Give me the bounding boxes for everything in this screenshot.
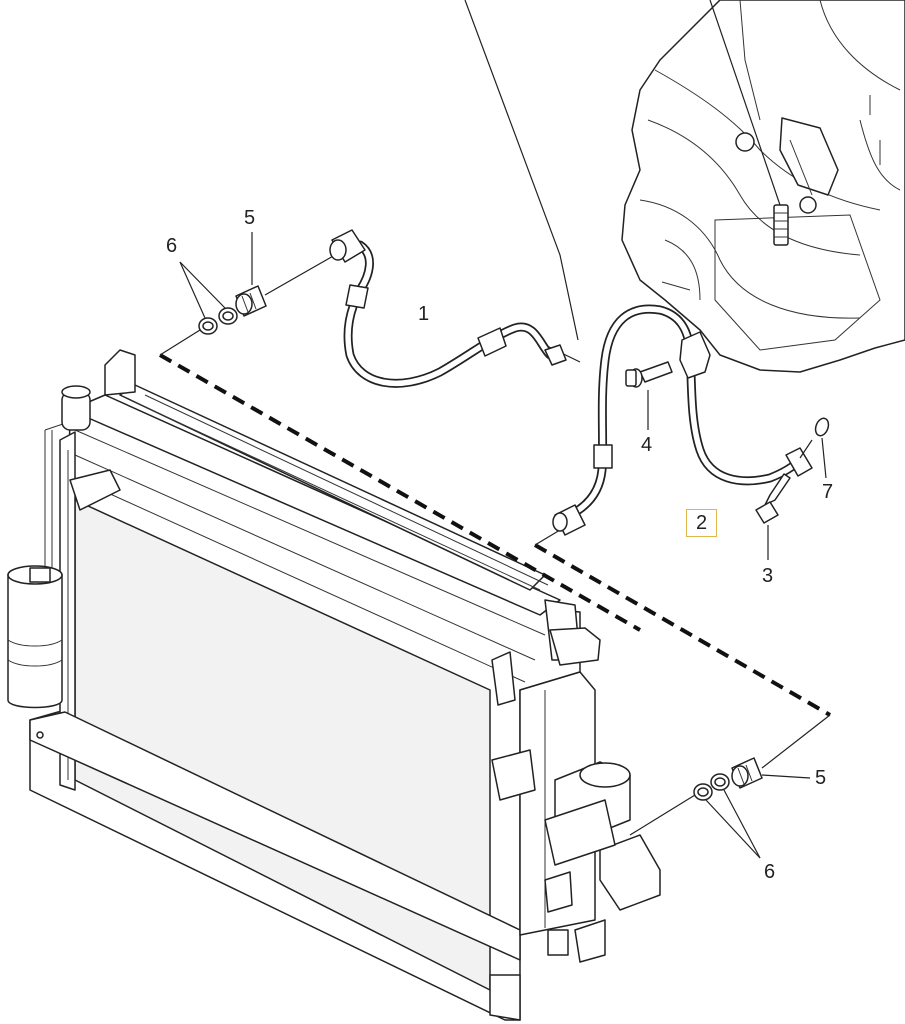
callout-5-upper: 5 [244,207,256,229]
callout-1: 1 [418,303,430,325]
lower-seals [693,757,811,859]
callout-6-upper: 6 [166,235,178,257]
callout-4: 4 [641,434,653,456]
callout-6-lower: 6 [764,861,776,883]
upper-seals [179,232,267,335]
dashed-routing-lines [159,353,831,717]
dashed-line-upper [159,353,641,632]
leader-line-top [464,0,579,341]
hose-1 [329,229,567,388]
callout-7: 7 [822,481,834,503]
callout-2: 2 [686,509,718,537]
dashed-line-lower [534,543,831,717]
callout-5-lower: 5 [815,767,827,789]
hose-2 [552,304,813,536]
bolt-4 [625,361,673,430]
o-ring-7 [799,417,830,479]
callout-3: 3 [762,565,774,587]
transmission-housing [621,0,905,373]
bolt-3 [755,473,791,560]
condenser-radiator [7,349,661,1021]
